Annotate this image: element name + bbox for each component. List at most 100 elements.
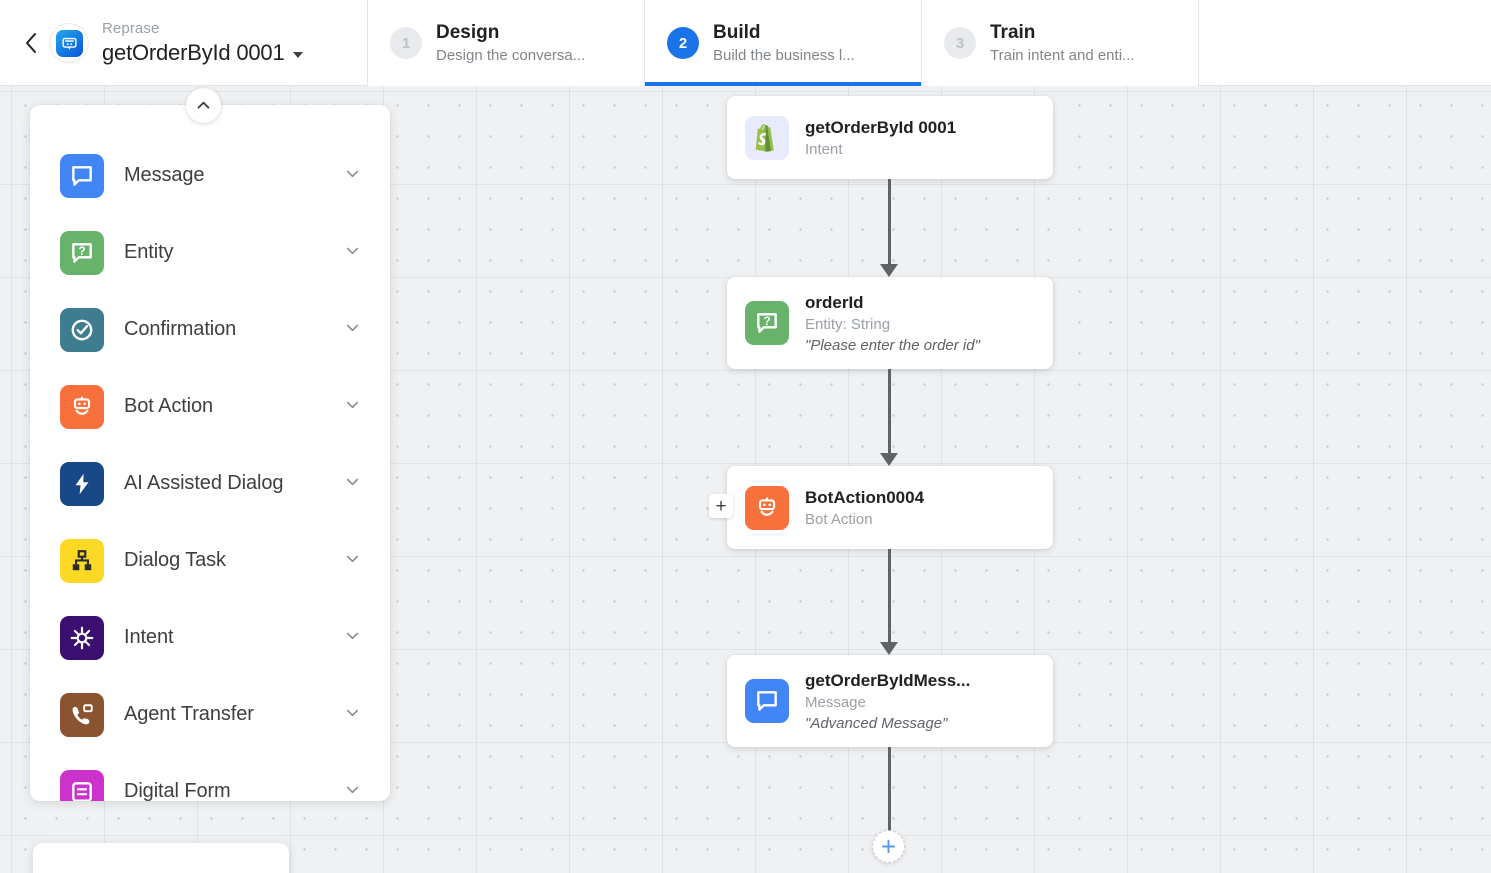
palette-item-confirmation[interactable]: Confirmation — [30, 291, 390, 368]
breadcrumb: Reprase — [102, 20, 160, 37]
back-button[interactable] — [16, 28, 46, 58]
tab-train[interactable]: 3 Train Train intent and enti... — [922, 0, 1199, 86]
flow-node-title: getOrderById 0001 — [805, 117, 957, 137]
palette-item-intent[interactable]: Intent — [30, 599, 390, 676]
flow-node-prompt: "Advanced Message" — [805, 714, 948, 732]
message-bubble-icon — [60, 153, 104, 198]
connector-line-tail — [888, 747, 891, 832]
flow-node-subtitle: Message — [805, 693, 866, 711]
lightning-bolt-icon — [60, 461, 104, 506]
flow-node-prompt: "Please enter the order id" — [805, 336, 980, 354]
connector-arrow-icon — [880, 453, 898, 466]
palette-collapse-button[interactable] — [186, 88, 221, 123]
step-name-build: Build — [713, 22, 761, 43]
top-bar: Reprase getOrderById 0001 1 Design Desig… — [0, 0, 1491, 87]
step-desc-train: Train intent and enti... — [990, 47, 1135, 64]
step-number-3: 3 — [944, 27, 976, 59]
message-bubble-icon — [745, 679, 789, 723]
palette-item-digital-form[interactable]: Digital Form — [30, 753, 390, 801]
chevron-down-icon[interactable] — [343, 472, 362, 496]
flow-node-message[interactable]: getOrderByIdMess... Message "Advanced Mess… — [727, 655, 1053, 747]
add-step-before-button[interactable]: + — [709, 494, 733, 518]
palette-item-label: Confirmation — [124, 318, 237, 340]
bot-title-block: Reprase getOrderById 0001 — [102, 19, 303, 67]
entity-question-icon: ? — [60, 230, 104, 275]
palette-item-label: AI Assisted Dialog — [124, 472, 284, 494]
palette-item-label: Dialog Task — [124, 549, 226, 571]
target-crosshair-icon — [60, 615, 104, 660]
flow-node-subtitle: Intent — [805, 140, 843, 158]
connector-line — [888, 179, 891, 267]
entity-question-icon: ? — [745, 301, 789, 345]
tab-design[interactable]: 1 Design Design the conversa... — [368, 0, 645, 86]
chevron-down-icon[interactable] — [343, 703, 362, 727]
bot-identity-area: Reprase getOrderById 0001 — [0, 0, 368, 86]
app-logo — [50, 24, 88, 62]
svg-text:?: ? — [78, 244, 85, 258]
svg-text:?: ? — [763, 314, 770, 328]
page-title: getOrderById 0001 — [102, 40, 285, 65]
palette-item-dialog-task[interactable]: Dialog Task — [30, 522, 390, 599]
chevron-down-icon[interactable] — [343, 164, 362, 188]
add-node-button[interactable] — [872, 830, 905, 863]
step-desc-build: Build the business l... — [713, 47, 855, 64]
shopify-bag-icon — [745, 115, 789, 160]
chevron-down-icon[interactable] — [343, 395, 362, 419]
palette-item-label: Message — [124, 164, 205, 186]
palette-item-message[interactable]: Message — [30, 137, 390, 214]
connector-line — [888, 369, 891, 456]
flow-node-text: getOrderByIdMess... Message "Advanced Mess… — [805, 669, 970, 734]
flow-nodes-icon — [60, 538, 104, 583]
palette-item-label: Intent — [124, 626, 174, 648]
bot-chat-logo-icon — [55, 29, 83, 57]
chevron-down-icon[interactable] — [343, 549, 362, 573]
chevron-down-icon[interactable] — [343, 626, 362, 650]
form-document-icon — [60, 769, 104, 801]
connector-line — [888, 549, 891, 645]
palette-item-label: Agent Transfer — [124, 703, 254, 725]
step-number-1: 1 — [390, 27, 422, 59]
flow-node-title: getOrderByIdMess... — [805, 670, 971, 690]
palette-item-bot-action[interactable]: Bot Action — [30, 368, 390, 445]
phone-chat-icon — [60, 692, 104, 737]
tab-build[interactable]: 2 Build Build the business l... — [645, 0, 922, 87]
palette-item-label: Digital Form — [124, 780, 231, 801]
palette-item-label: Bot Action — [124, 395, 214, 417]
flow-node-subtitle: Entity: String — [805, 315, 891, 333]
step-number-2: 2 — [667, 27, 699, 59]
connector-arrow-icon — [880, 264, 898, 277]
palette-item-label: Entity — [124, 241, 174, 263]
palette-item-ai-assisted-dialog[interactable]: AI Assisted Dialog — [30, 445, 390, 522]
chevron-down-icon[interactable] — [343, 318, 362, 342]
step-name-design: Design — [436, 22, 500, 43]
palette-item-agent-transfer[interactable]: Agent Transfer — [30, 676, 390, 753]
bot-name-row[interactable]: getOrderById 0001 — [102, 39, 303, 67]
chevron-up-icon — [197, 101, 210, 109]
connector-arrow-icon — [880, 642, 898, 655]
step-tabs: 1 Design Design the conversa... 2 Build … — [368, 0, 1199, 87]
palette-item-entity[interactable]: ? Entity — [30, 214, 390, 291]
plus-circle-icon — [881, 839, 896, 854]
bottom-floating-card[interactable] — [33, 843, 289, 873]
robot-icon — [60, 384, 104, 429]
flow-node-subtitle: Bot Action — [805, 510, 873, 528]
chevron-left-icon — [26, 33, 36, 53]
step-name-train: Train — [990, 22, 1036, 43]
robot-icon — [745, 485, 789, 530]
flow-node-title: BotAction0004 — [805, 487, 925, 507]
flow-node-title: orderId — [805, 292, 864, 312]
chevron-down-icon[interactable] — [343, 241, 362, 265]
chevron-down-icon[interactable] — [343, 780, 362, 802]
check-circle-icon — [60, 307, 104, 352]
caret-down-icon[interactable] — [292, 51, 303, 58]
